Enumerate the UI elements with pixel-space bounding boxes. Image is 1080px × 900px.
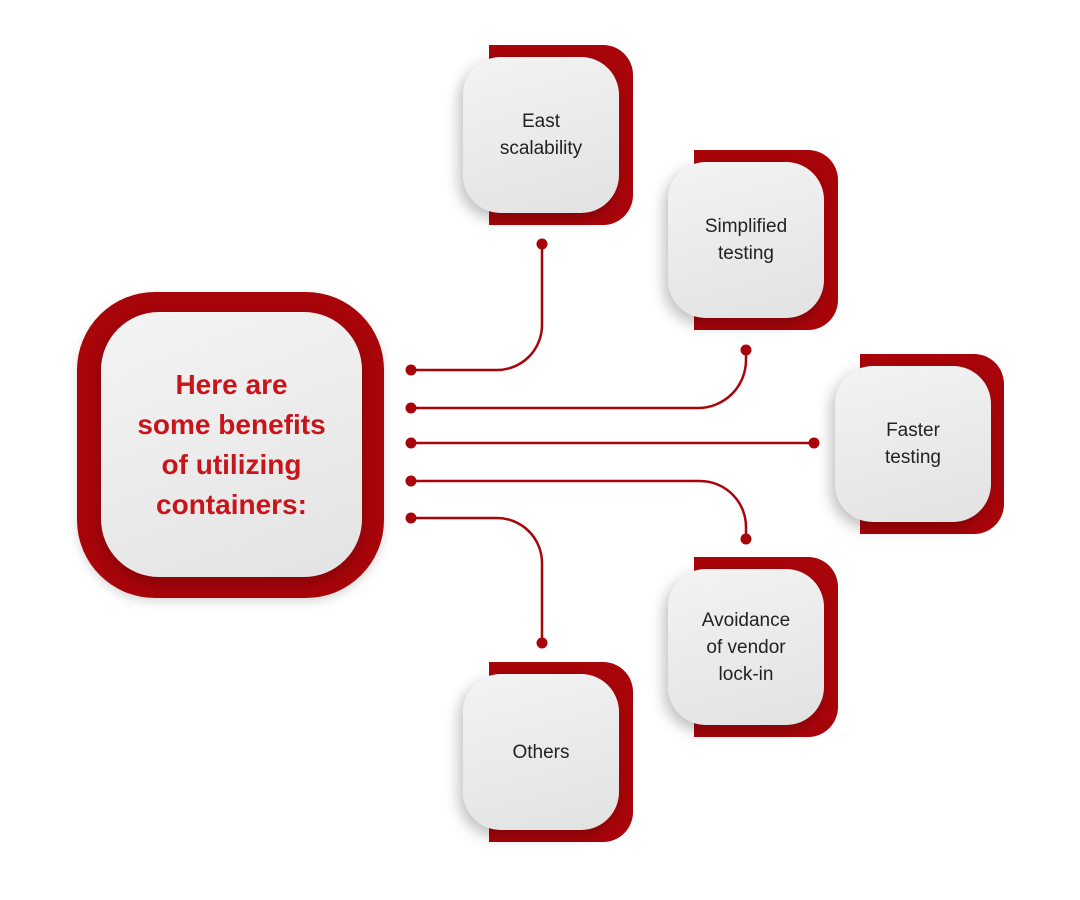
dot-hub-4 <box>405 475 417 487</box>
connector-others <box>409 516 544 645</box>
dot-hub-2 <box>405 402 417 414</box>
dot-hub-3 <box>405 437 417 449</box>
benefit-card-simplified-testing: Simplified testing <box>668 162 824 318</box>
dot-end-simplified-testing <box>740 344 752 356</box>
benefit-label: Others <box>512 741 570 763</box>
benefit-card-avoidance-of-vendor-lock-in: Avoidance of vendor lock-in <box>668 569 824 725</box>
connector-simplified-testing <box>409 348 748 410</box>
connector-avoidance-of-vendor-lock-in <box>409 479 748 541</box>
hub-card: Here are some benefits of utilizing cont… <box>101 312 362 577</box>
dot-end-others <box>536 637 548 649</box>
connector-east-scalability <box>409 242 544 372</box>
dot-end-faster-testing <box>808 437 820 449</box>
hub-title: Here are some benefits of utilizing cont… <box>137 368 326 520</box>
benefit-label: Faster testing <box>885 420 941 468</box>
benefit-card-east-scalability: East scalability <box>463 57 619 213</box>
benefit-label: East scalability <box>499 111 583 159</box>
benefit-label: Avoidance of vendor lock-in <box>701 609 791 685</box>
benefit-label: Simplified testing <box>704 216 788 264</box>
dot-hub-5 <box>405 512 417 524</box>
benefit-card-faster-testing: Faster testing <box>835 366 991 522</box>
benefit-card-others: Others <box>463 674 619 830</box>
dot-end-east-scalability <box>536 238 548 250</box>
dot-end-avoidance-of-vendor-lock-in <box>740 533 752 545</box>
dot-hub-1 <box>405 364 417 376</box>
